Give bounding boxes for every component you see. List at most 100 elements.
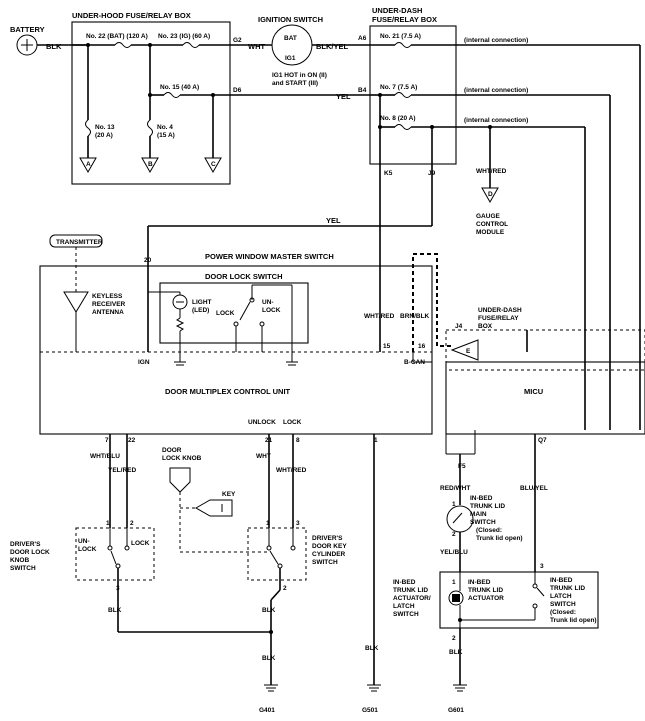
- term-b4: B4: [358, 87, 367, 94]
- master-switch-title: POWER WINDOW MASTER SWITCH: [205, 252, 334, 261]
- knob-switch-lever: [110, 550, 117, 565]
- unlock-label: UNLOCK: [248, 419, 276, 426]
- out-c: C: [211, 161, 216, 168]
- wire7-label: WHT/BLU: [90, 453, 120, 460]
- ignition-ig1: IG1: [285, 55, 296, 62]
- fuse13-label-2: (20 A): [95, 132, 113, 139]
- f5-wire: RED/WHT: [440, 485, 470, 492]
- wire21-label: WHT: [256, 453, 271, 460]
- fuse23-symbol: [182, 42, 200, 48]
- act-p1: 1: [452, 579, 456, 586]
- ignition-title: IGNITION SWITCH: [258, 15, 323, 24]
- bcan-wire: [412, 253, 452, 352]
- connector-a: [79, 157, 97, 174]
- micu-title: MICU: [524, 387, 543, 396]
- ud2-label-3: BOX: [478, 323, 493, 330]
- g601-wire: BLK: [449, 649, 463, 656]
- wire8-label: WHT/RED: [276, 467, 307, 474]
- fuse7-label: No. 7 (7.5 A): [380, 84, 417, 91]
- door-lock-knob-symbol: [169, 467, 191, 493]
- trunk-main-label-2: TRUNK LID: [470, 503, 505, 510]
- q7-wire: BLU/YEL: [520, 485, 548, 492]
- knob-sw-label-2: DOOR LOCK: [10, 549, 50, 556]
- out-b: B: [148, 161, 153, 168]
- act-p2: 2: [452, 635, 456, 642]
- out-a: A: [86, 161, 91, 168]
- act-outer-1: IN-BED: [393, 579, 416, 586]
- pin15-label: 15: [383, 343, 391, 350]
- transmitter-label: TRANSMITTER: [56, 239, 103, 246]
- fuse8-symbol: [394, 124, 412, 130]
- latch-label-4: SWITCH: [550, 601, 576, 608]
- multiplex-outer-box: [39, 265, 433, 435]
- yel-blu-wire: YEL/BLU: [440, 549, 468, 556]
- fuse15-label: No. 15 (40 A): [160, 84, 199, 91]
- ignition-wire-out: BLK/YEL: [316, 42, 349, 51]
- keycyl-label-2: DOOR KEY: [312, 543, 347, 550]
- micu-box: [445, 361, 645, 435]
- latch-p3: 3: [540, 563, 544, 570]
- ignition-note-2: and START (III): [272, 80, 318, 87]
- ud2-j4: J4: [455, 323, 463, 330]
- keycyl-p2: 2: [283, 585, 287, 592]
- dls-lock-label: LOCK: [216, 310, 235, 317]
- keycyl-blk: BLK: [262, 607, 276, 614]
- door-lock-switch-box: [159, 282, 309, 344]
- fuse21-label: No. 21 (7.5 A): [380, 33, 421, 40]
- pin20-label: 20: [144, 257, 152, 264]
- fuse23-label: No. 23 (IG) (60 A): [158, 33, 210, 40]
- battery-label: BATTERY: [10, 25, 45, 34]
- keycyl-label-1: DRIVER'S: [312, 535, 343, 542]
- g401-label: G401: [259, 707, 275, 714]
- term-d6: D6: [233, 87, 242, 94]
- connector-b: [141, 157, 159, 174]
- ign-label: IGN: [138, 359, 150, 366]
- ud2-label-2: FUSE/RELAY: [478, 315, 519, 322]
- ud2-e: E: [466, 348, 471, 355]
- ignition-wire-in: WHT: [248, 42, 265, 51]
- internal-2: (internal connection): [464, 87, 528, 94]
- knob-sw-label-1: DRIVER'S: [10, 541, 41, 548]
- act-inner-3: ACTUATOR: [468, 595, 504, 602]
- latch-label-5: (Closed:: [550, 609, 576, 616]
- knob-un: UN-: [78, 538, 90, 545]
- ignition-bat: BAT: [284, 35, 297, 42]
- act-outer-2: TRUNK LID: [393, 587, 428, 594]
- gauge-wire: WHT/RED: [476, 168, 507, 175]
- trunk-main-label-3: MAIN: [470, 511, 487, 518]
- resistor-symbol: [175, 317, 185, 332]
- trunk-main-label-5: (Closed:: [476, 527, 502, 534]
- wire15-label: WHT/RED: [364, 313, 395, 320]
- connector-c: [204, 157, 222, 174]
- keycyl-p3: 3: [296, 520, 300, 527]
- pin1-label: 1: [374, 437, 378, 444]
- g501-label: G501: [362, 707, 378, 714]
- fuse22-label: No. 22 (BAT) (120 A): [86, 33, 148, 40]
- dls-unlock-label-2: LOCK: [262, 307, 281, 314]
- latch-label-2: TRUNK LID: [550, 585, 585, 592]
- knob-p2: 2: [130, 520, 134, 527]
- antenna-symbol: [63, 291, 89, 313]
- latch-label-1: IN-BED: [550, 577, 573, 584]
- keycyl-label-4: SWITCH: [312, 559, 338, 566]
- fuse7-symbol: [394, 92, 412, 98]
- gauge-label-3: MODULE: [476, 229, 505, 236]
- micu-f5: F5: [458, 463, 466, 470]
- knob-switch-box: [75, 527, 155, 581]
- underdash-title-1: UNDER-DASH: [372, 6, 422, 15]
- micu-q7: Q7: [538, 437, 547, 444]
- ud2-label-1: UNDER-DASH: [478, 307, 522, 314]
- keycyl-label-3: CYLINDER: [312, 551, 346, 558]
- key-label: KEY: [222, 491, 236, 498]
- underhood-title: UNDER-HOOD FUSE/RELAY BOX: [72, 11, 191, 20]
- fuse4-label-2: (15 A): [157, 132, 175, 139]
- underdash-title-2: FUSE/RELAY BOX: [372, 15, 437, 24]
- gauge-label-1: GAUGE: [476, 213, 501, 220]
- act-outer-4: LATCH: [393, 603, 415, 610]
- fuse22-symbol: [114, 42, 132, 48]
- latch-switch-lever: [536, 587, 545, 597]
- g601-label: G601: [448, 707, 464, 714]
- knob-lock: LOCK: [131, 540, 150, 547]
- trunk-main-label-6: Trunk lid open): [476, 535, 523, 542]
